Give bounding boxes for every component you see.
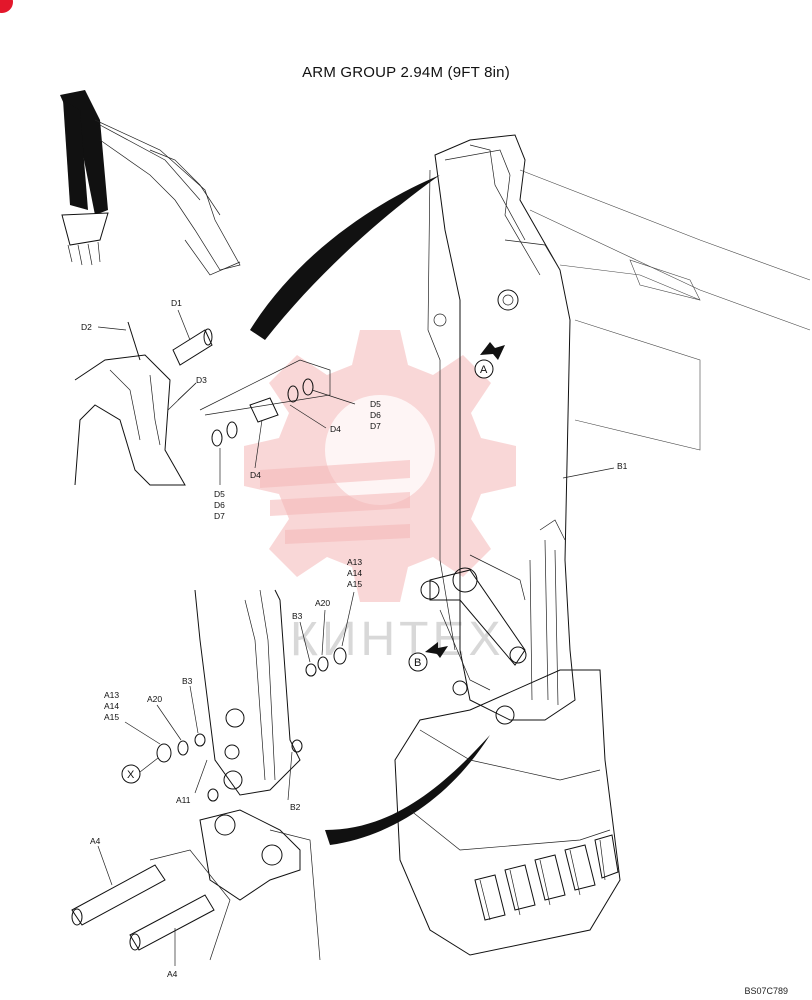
excavator-overview <box>60 90 241 276</box>
drawing-code: BS07C789 <box>744 986 788 996</box>
label-b1: B1 <box>617 461 628 471</box>
label-a13-right: A13 <box>347 557 362 567</box>
label-a14-left: A14 <box>104 701 119 711</box>
label-d5-right: D5 <box>370 399 381 409</box>
label-d1: D1 <box>171 298 182 308</box>
label-a15-left: A15 <box>104 712 119 722</box>
link-detail <box>149 809 321 961</box>
label-a20-right: A20 <box>315 598 330 608</box>
label-a14-right: A14 <box>347 568 362 578</box>
label-b2: B2 <box>290 802 301 812</box>
label-d5-left: D5 <box>214 489 225 499</box>
pin-d1 <box>172 328 213 366</box>
label-b3-right: B3 <box>292 611 303 621</box>
label-a13-left: A13 <box>104 690 119 700</box>
label-a15-right: A15 <box>347 579 362 589</box>
arrow-a-icon <box>480 342 505 360</box>
pin-a4-lower <box>129 894 215 951</box>
label-d2: D2 <box>81 322 92 332</box>
label-a20-left: A20 <box>147 694 162 704</box>
callout-a: A <box>480 364 488 376</box>
label-d4-upper: D4 <box>330 424 341 434</box>
arrow-b-icon <box>425 642 448 658</box>
arm-main <box>427 134 576 721</box>
callout-a-circle <box>474 359 494 379</box>
bolt-d2 <box>127 321 141 361</box>
arm-tip-detail <box>194 589 301 796</box>
callout-x: X <box>127 769 135 781</box>
ring-b2 <box>291 739 303 753</box>
bucket-linkage <box>420 554 527 725</box>
callout-arrow-lower <box>325 735 490 845</box>
callout-b-circle <box>408 652 428 672</box>
ring-a11 <box>207 788 219 802</box>
rings-left <box>156 733 206 763</box>
rings-right <box>305 647 347 677</box>
corner-badge <box>0 0 13 13</box>
label-a4-upper: A4 <box>90 836 101 846</box>
label-d4-lower: D4 <box>250 470 261 480</box>
label-d6-right: D6 <box>370 410 381 420</box>
label-d6-left: D6 <box>214 500 225 510</box>
watermark-text: КИНТЕХ <box>290 613 504 666</box>
label-d7-left: D7 <box>214 511 225 521</box>
pin-a4-upper <box>71 864 166 926</box>
callout-b: B <box>414 657 421 669</box>
label-d3: D3 <box>196 375 207 385</box>
label-d7-right: D7 <box>370 421 381 431</box>
callout-x-circle <box>121 764 141 784</box>
label-a11: A11 <box>176 795 191 805</box>
label-b3-left: B3 <box>182 676 193 686</box>
label-a4-lower: A4 <box>167 969 178 979</box>
shims-upper <box>211 378 314 447</box>
drawing-title: ARM GROUP 2.94M (9FT 8in) <box>302 64 510 81</box>
boom-background <box>519 169 811 451</box>
callout-arrow-upper <box>250 175 440 340</box>
bucket <box>394 669 621 956</box>
